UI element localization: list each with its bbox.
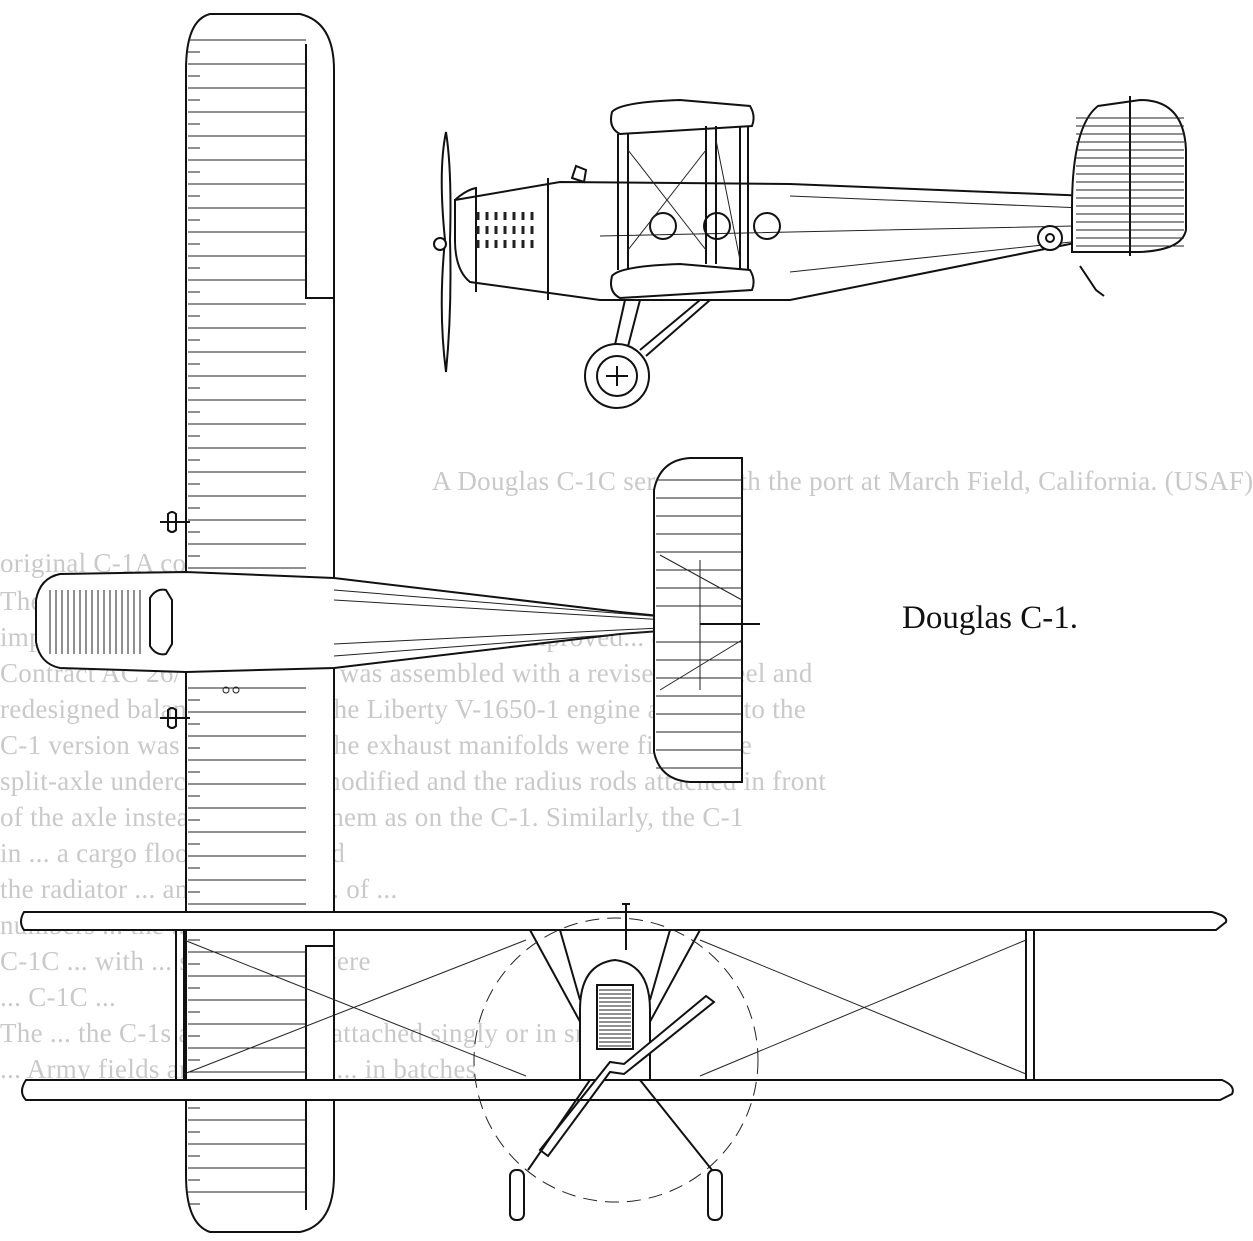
- side-bracing-wires: [627, 139, 741, 261]
- bleed-line: C-1 version was retained but the exhaust…: [0, 730, 753, 760]
- front-lower-wing: [21, 1079, 1234, 1101]
- side-fin-ribs: [1076, 117, 1184, 247]
- side-undercarriage: [611, 299, 711, 359]
- side-wheel-axle: [606, 366, 628, 386]
- figure-title: Douglas C-1.: [902, 600, 1078, 636]
- front-wheel-right: [707, 1169, 723, 1221]
- side-lower-wing: [610, 262, 755, 300]
- plan-fitting: [232, 686, 240, 694]
- side-roundel: [1037, 225, 1063, 251]
- side-tailskid: [1079, 265, 1105, 297]
- plan-fuselage-lines: [333, 589, 701, 657]
- side-exhaust-louvers: [476, 212, 534, 248]
- plan-aileron-bottom: [305, 945, 334, 1210]
- plan-stub-top: [160, 511, 190, 533]
- side-propeller: [440, 131, 452, 373]
- side-engine-cowl: [454, 178, 549, 300]
- side-struts: [617, 126, 749, 270]
- plan-tailplane: [653, 457, 743, 783]
- front-propeller-disc: [473, 917, 759, 1203]
- side-upper-wing: [610, 98, 755, 136]
- front-elevation: [20, 903, 1234, 1221]
- plan-cockpit: [149, 588, 173, 656]
- front-exhaust: [622, 903, 630, 950]
- plan-stub-bottom: [160, 707, 190, 729]
- front-bracing-wires: [183, 939, 1027, 1077]
- front-undercarriage: [527, 1079, 713, 1171]
- plan-fitting: [222, 686, 230, 694]
- front-cabane: [529, 929, 701, 1041]
- side-spinner: [433, 237, 447, 251]
- side-elevation: [433, 96, 1187, 409]
- front-propeller: [538, 994, 716, 1158]
- side-exhaust: [570, 164, 588, 184]
- plan-aileron-top: [305, 44, 334, 299]
- bleed-through-caption: A Douglas C-1C serving with the port at …: [432, 466, 1253, 496]
- side-window: [649, 212, 677, 240]
- plan-fuselage: [35, 570, 701, 674]
- bleed-line: ... C-1C ...: [0, 982, 117, 1012]
- bleed-line: of the axle instead of behind them as on…: [0, 802, 744, 832]
- front-wheel-left: [509, 1169, 525, 1221]
- front-radiator: [596, 984, 634, 1050]
- side-roundel-center: [1045, 233, 1055, 243]
- side-window: [753, 212, 781, 240]
- front-interplane-struts: [175, 930, 1035, 1080]
- side-wheel-hub: [596, 355, 638, 397]
- plan-engine-fins: [49, 590, 141, 654]
- front-upper-wing: [20, 911, 1228, 931]
- plan-tail-ribs: [656, 479, 742, 769]
- front-radiator-grille: [599, 989, 631, 1047]
